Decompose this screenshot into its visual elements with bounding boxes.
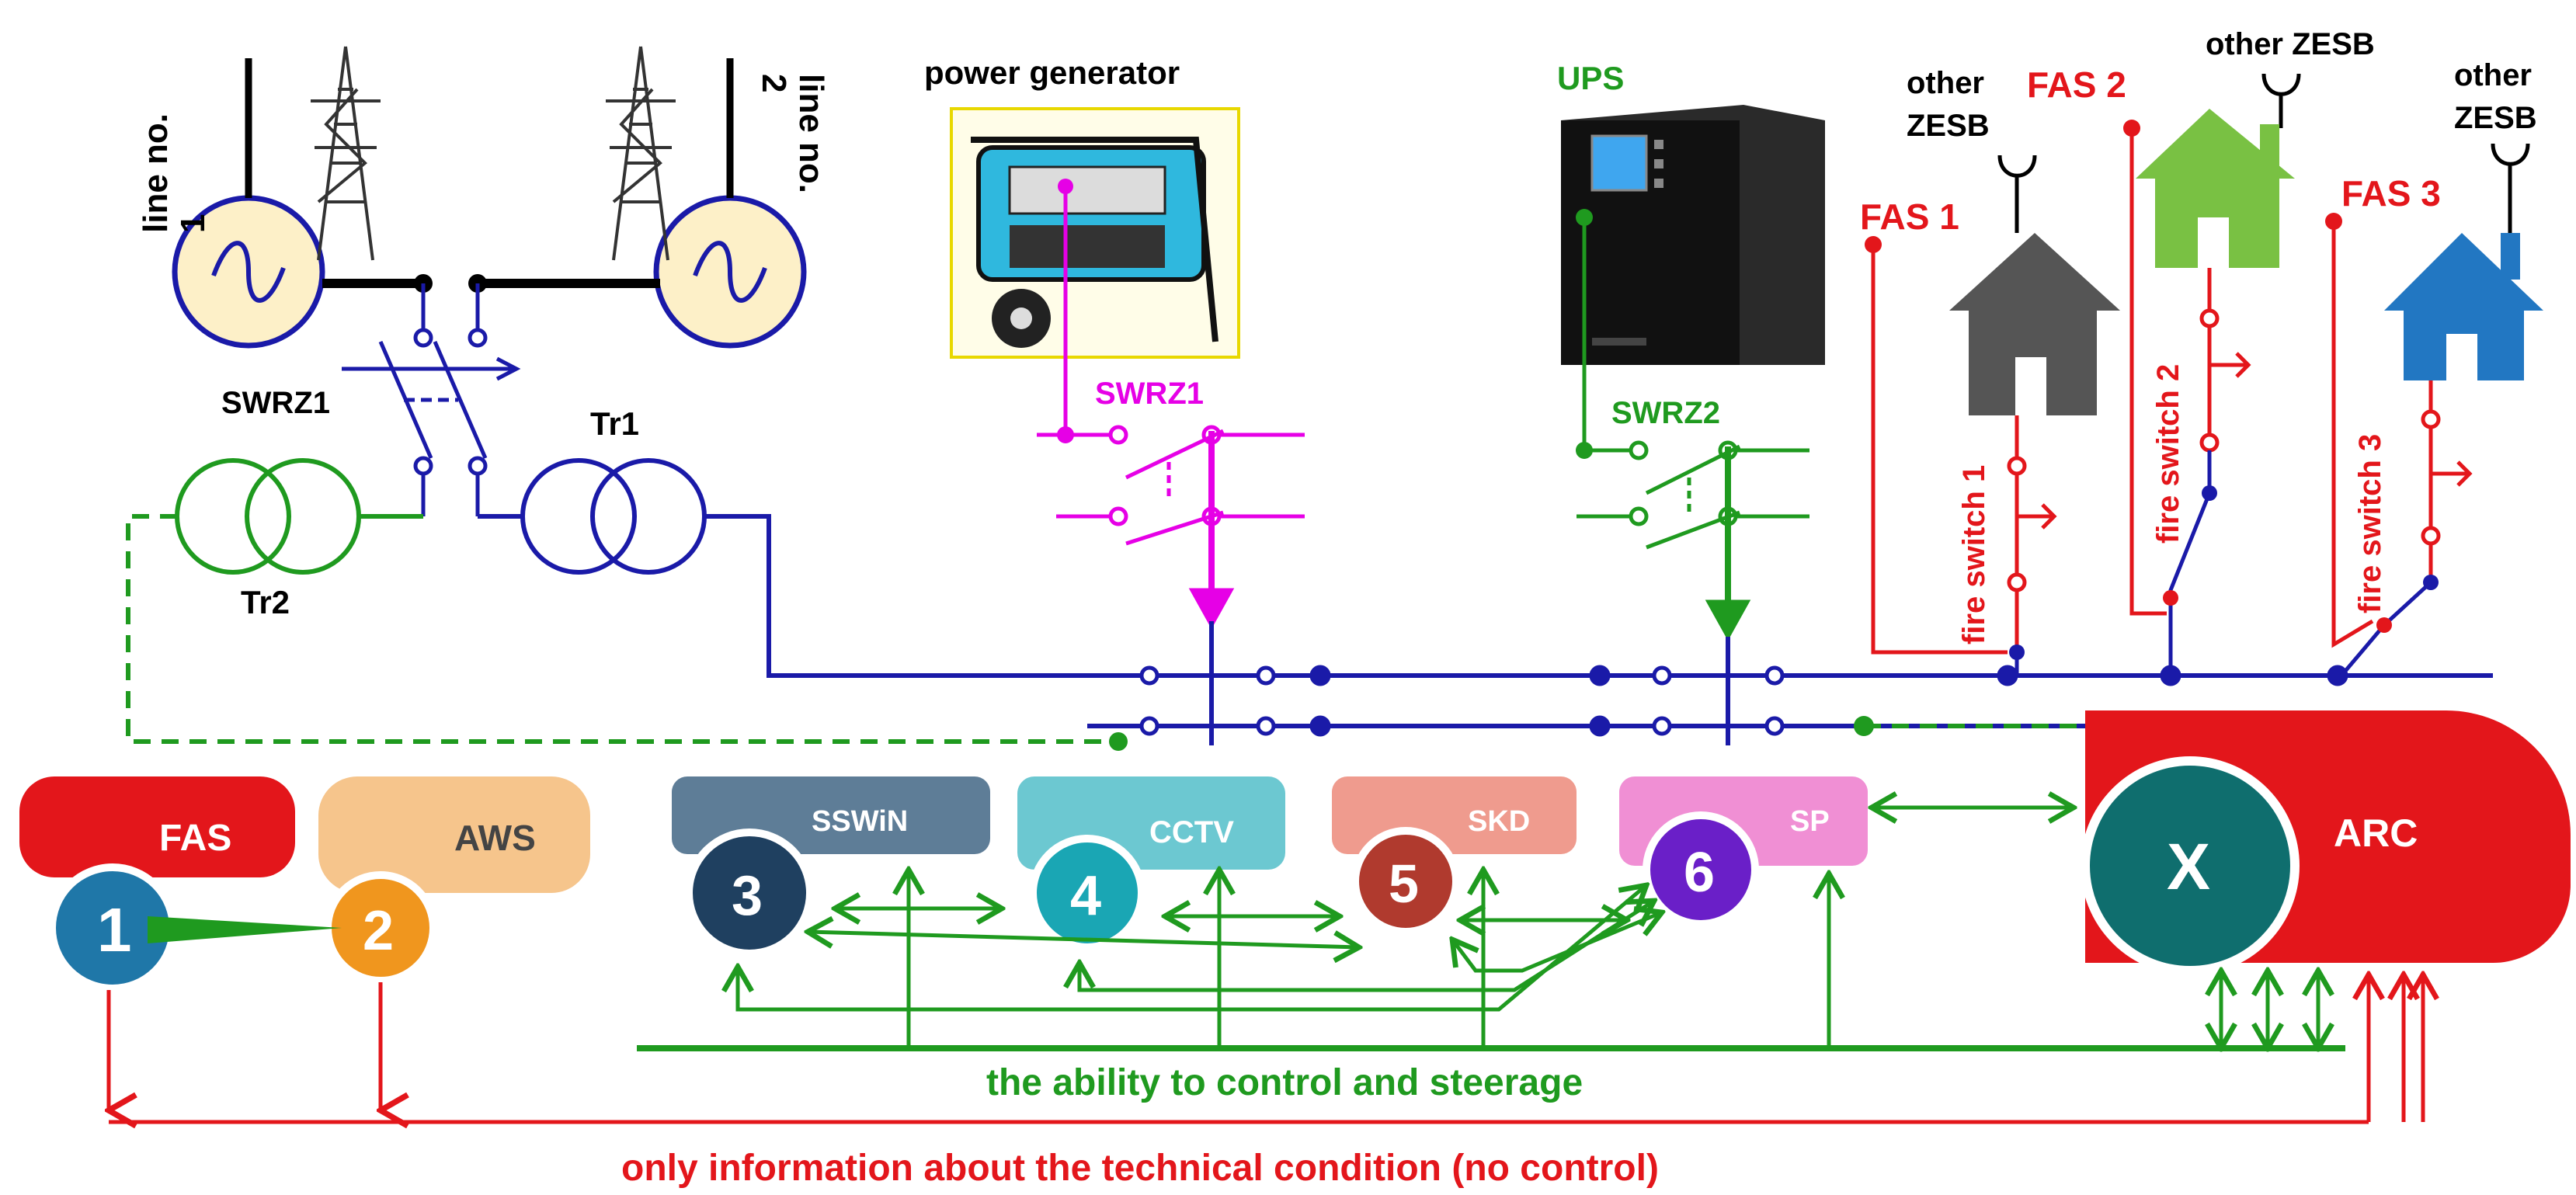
tr2-transformer <box>126 458 1118 744</box>
fire-section: FAS 1 other ZESB fire switch 1 FAS 2 oth… <box>1860 27 2543 677</box>
control-links <box>637 808 2345 1048</box>
system-sp-number: 6 <box>1684 842 1715 904</box>
fire-switch-3 <box>2421 380 2473 582</box>
power-generator-image <box>950 107 1240 359</box>
system-fas[interactable]: FAS 1 <box>19 776 295 992</box>
fas2-label: FAS 2 <box>2027 64 2126 105</box>
pylon-icon <box>606 46 676 261</box>
system-sp[interactable]: SP 6 <box>1619 776 1868 928</box>
system-cctv[interactable]: CCTV 4 <box>1017 776 1285 951</box>
system-sswin-name: SSWiN <box>812 805 908 838</box>
tr2-label: Tr2 <box>241 584 290 620</box>
fire-switch-3-label: fire switch 3 <box>2353 434 2387 613</box>
other-zesb-1-line1: other <box>1907 66 1984 100</box>
system-skd-number: 5 <box>1389 853 1419 914</box>
generator-swrz1-switch <box>1037 186 1305 630</box>
line-number: 1 <box>174 214 212 233</box>
power-section: line no. 1 line no. 2 <box>126 46 2493 751</box>
system-sp-name: SP <box>1790 805 1830 838</box>
line1-source <box>172 58 325 349</box>
fire-switch-1-label: fire switch 1 <box>1957 465 1991 644</box>
other-zesb-1-line2: ZESB <box>1907 109 1990 143</box>
fire-switch-1 <box>2007 415 2057 652</box>
ups-image <box>1561 105 1825 365</box>
control-caption: the ability to control and steerage <box>986 1062 1583 1103</box>
fas3-label: FAS 3 <box>2341 173 2441 214</box>
line2-source <box>653 58 807 349</box>
swrz1-label: SWRZ1 <box>221 386 330 420</box>
fas1-label: FAS 1 <box>1860 196 1959 237</box>
swrz1-switch <box>342 283 521 516</box>
system-fas-name: FAS <box>159 818 231 859</box>
tr1-transformer <box>478 458 1087 678</box>
system-arc-number: X <box>2167 830 2210 903</box>
system-cctv-name: CCTV <box>1149 815 1234 849</box>
fire-switch-2 <box>2199 268 2251 453</box>
system-aws-number: 2 <box>363 900 394 962</box>
swrz1-generator-label: SWRZ1 <box>1095 377 1204 411</box>
system-arc[interactable]: X ARC <box>2081 710 2571 975</box>
tr1-label: Tr1 <box>590 405 639 442</box>
power-generator-label: power generator <box>924 54 1180 91</box>
swrz2-label: SWRZ2 <box>1611 396 1720 430</box>
system-skd[interactable]: SKD 5 <box>1332 776 1577 936</box>
system-arc-name: ARC <box>2334 811 2418 855</box>
other-zesb-3-line2: ZESB <box>2454 101 2537 135</box>
ups-label: UPS <box>1557 60 1624 96</box>
fas-aws-link <box>148 916 342 943</box>
systems: FAS 1 AWS 2 SSWiN 3 CCTV 4 SKD <box>19 710 2571 992</box>
system-fas-number: 1 <box>97 895 132 964</box>
info-links <box>109 974 2423 1122</box>
house-icon <box>1949 233 2120 415</box>
system-sswin[interactable]: SSWiN 3 <box>672 776 990 957</box>
system-aws-name: AWS <box>454 818 536 858</box>
house-icon <box>2136 109 2295 268</box>
line2-label: line no. 2 <box>755 74 830 203</box>
system-sswin-number: 3 <box>732 865 763 927</box>
system-skd-name: SKD <box>1468 805 1530 838</box>
other-zesb-3-line1: other <box>2454 58 2532 92</box>
line1-label: line no. 1 <box>137 104 212 233</box>
system-aws[interactable]: AWS 2 <box>318 776 590 985</box>
house-icon <box>2384 233 2543 380</box>
other-zesb-2: other ZESB <box>2206 27 2375 61</box>
system-cctv-number: 4 <box>1070 865 1101 927</box>
ups-swrz2-switch <box>1577 217 1809 641</box>
line-number: 2 <box>755 74 793 92</box>
pylon-icon <box>311 46 381 261</box>
info-caption: only information about the technical con… <box>621 1148 1659 1189</box>
fire-switch-2-label: fire switch 2 <box>2151 364 2185 544</box>
